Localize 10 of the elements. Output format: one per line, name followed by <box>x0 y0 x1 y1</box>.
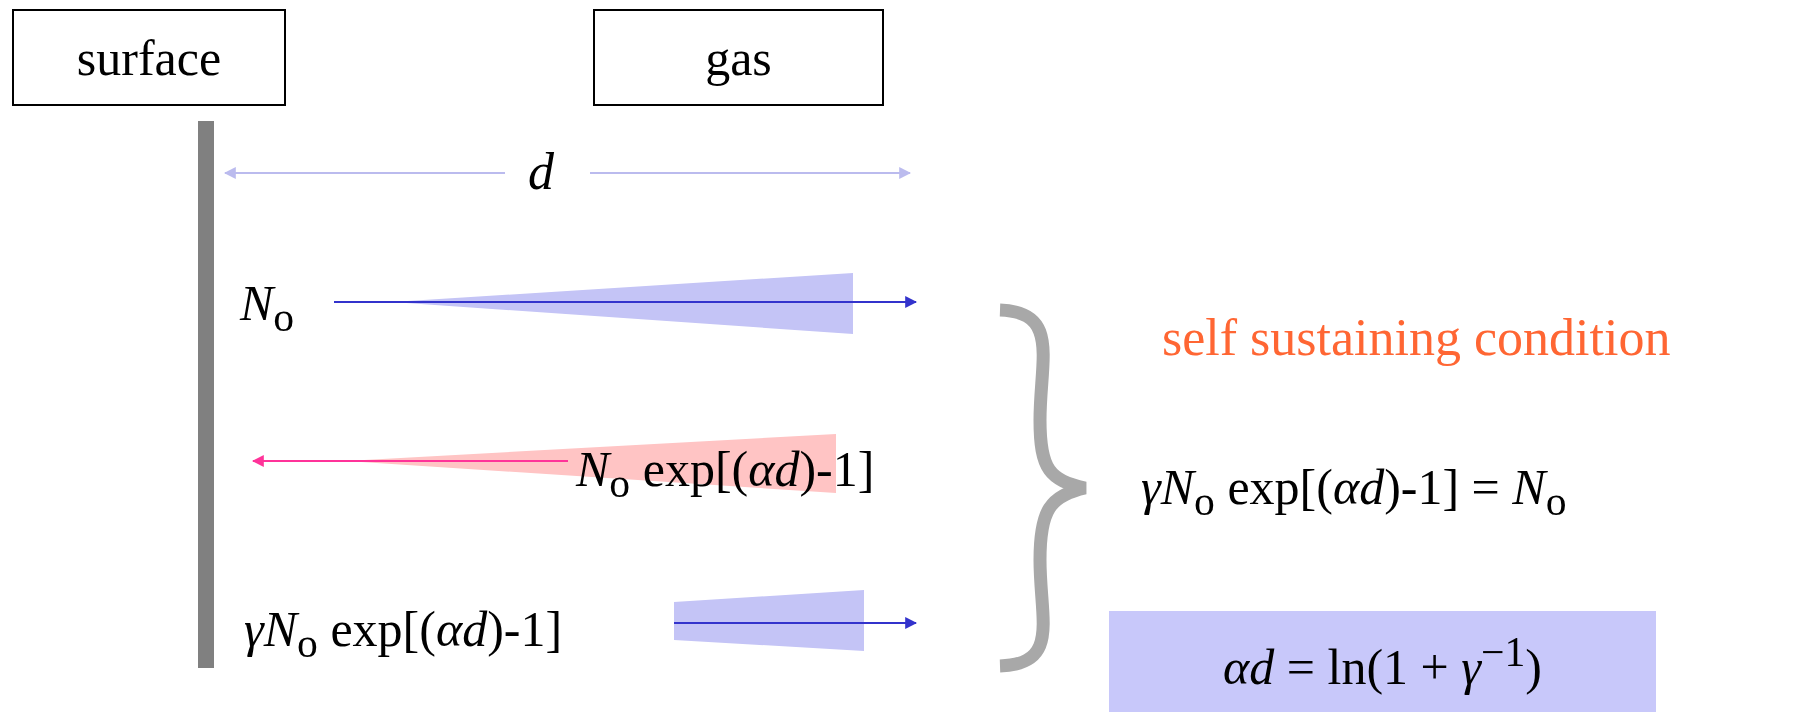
equation: N$_{o}$ <box>240 278 295 339</box>
equation: γN$_{o}$ exp[(αd)-1] <box>244 604 563 665</box>
dimension-label: d <box>528 146 554 198</box>
equation: N$_{o}$ exp[(αd)-1] <box>576 444 875 505</box>
equation: γN$_{o}$ exp[(αd)-1] = N$_{o}$ <box>1141 462 1567 523</box>
condition-title: self sustaining condition <box>1162 312 1671 364</box>
result-box <box>1109 611 1656 712</box>
surface-label-box <box>12 9 286 106</box>
gas-label-box <box>593 9 884 106</box>
heading: surface <box>76 32 222 83</box>
